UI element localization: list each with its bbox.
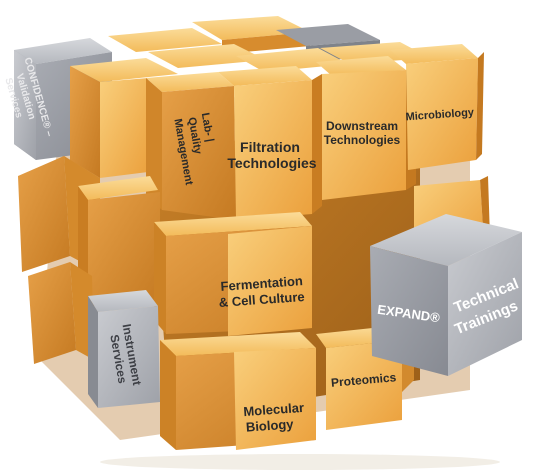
lab-quality-line1: Lab- | (199, 112, 216, 143)
cube-filtration-technologies: Filtration Technologies (218, 66, 322, 220)
fermentation-line1: Fermentation (220, 273, 303, 294)
fermentation-line2: & Cell Culture (218, 289, 305, 310)
microbiology-line1: Microbiology (405, 107, 475, 124)
cube-lab-quality-management: Lab- | Quality Management (146, 72, 236, 220)
top-layer-back (108, 16, 430, 72)
cube-top-left-blank (70, 58, 178, 178)
cube-bottom-left-outer (28, 262, 94, 364)
filtration-line2: Technologies (227, 155, 316, 171)
cube-fermentation-cell-culture: Fermentation & Cell Culture (154, 212, 312, 336)
proteomics-line1: Proteomics (330, 370, 397, 390)
downstream-line2: Technologies (324, 133, 401, 147)
filtration-line1: Filtration (240, 139, 300, 155)
molecular-line2: Biology (245, 416, 294, 434)
cube-downstream-technologies: Downstream Technologies (316, 56, 416, 200)
cube-expand-technical-trainings: EXPAND® Technical Trainings (370, 214, 522, 376)
cube-instrument-services: Instrument Services (88, 290, 160, 408)
cube-microbiology: Microbiology (390, 44, 484, 170)
molecular-line1: Molecular (243, 400, 305, 419)
downstream-line1: Downstream (326, 119, 398, 133)
cube-molecular-biology: Molecular Biology (160, 332, 316, 450)
ground-shadow (100, 454, 500, 470)
